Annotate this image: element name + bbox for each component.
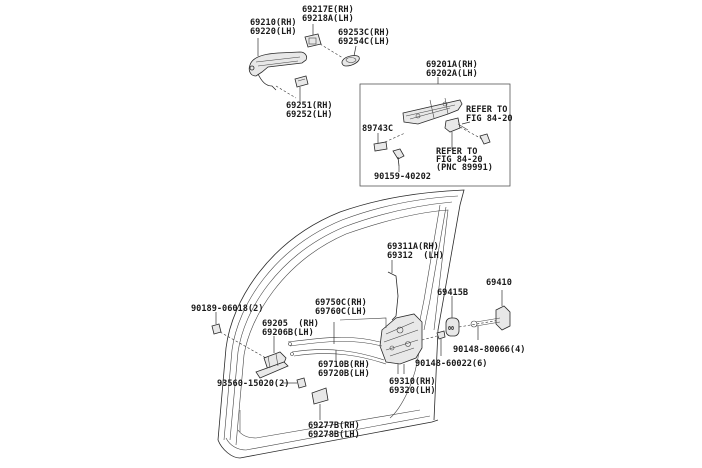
handle-pad-part [341, 55, 360, 67]
part-number: 69253C(RH) [338, 28, 390, 38]
inside-handle-part [255, 351, 289, 379]
part-number: 69415B [437, 288, 468, 298]
part-number: 69201A(RH) [426, 60, 478, 70]
label-striker: 69410 [486, 278, 512, 288]
svg-text:00: 00 [448, 326, 454, 332]
label-handle-pad: 69253C(RH) 69254C(LH) [338, 28, 390, 47]
part-number: 89743C [362, 124, 393, 134]
part-number: 69218A(LH) [302, 14, 354, 24]
part-number: 69760C(LH) [315, 307, 367, 317]
label-screw-90159: 90159-40202 [374, 172, 431, 182]
part-number: 69251(RH) [286, 101, 333, 111]
label-refer-2: REFER TO FIG 84-20 (PNC 89991) [436, 147, 493, 173]
frame-assy-part [402, 97, 491, 145]
part-number: 69320(LH) [389, 386, 436, 396]
label-handle-cap: 69217E(RH) 69218A(LH) [302, 5, 354, 24]
label-clip-89743: 89743C [362, 124, 393, 134]
part-number: 69720B(LH) [318, 369, 370, 379]
part-number: 69311A(RH) [387, 242, 439, 252]
part-number: 69278B(LH) [308, 430, 360, 440]
rod-69311-part [387, 271, 399, 321]
clip-90189-part [211, 323, 267, 359]
door-frame-outline [217, 189, 465, 459]
handle-cap-part [304, 33, 322, 48]
cable-parts [287, 317, 387, 365]
label-rod-69311: 69311A(RH) 69312 (LH) [387, 242, 444, 261]
part-number: 90189-06018(2) [191, 304, 263, 314]
screw-90148-60022-part [421, 330, 446, 341]
part-number: 69277B(RH) [308, 421, 360, 431]
label-handle-bracket-cover: 69251(RH) 69252(LH) [286, 101, 333, 120]
label-screw-93560: 93560-15020(2) [217, 379, 289, 389]
label-cable-69750: 69750C(RH) 69760C(LH) [315, 298, 367, 317]
dash-line [458, 319, 501, 328]
reference-note: FIG 84-20 [436, 155, 483, 165]
part-number: 90159-40202 [374, 172, 431, 182]
striker-part [470, 305, 511, 331]
label-handle-outer: 69210(RH) 69220(LH) [250, 18, 297, 37]
part-number: 69205 (RH) [262, 319, 319, 329]
part-number: 69220(LH) [250, 27, 297, 37]
label-screw-90148-60022: 90148-60022(6) [415, 359, 487, 369]
part-number: 69750C(RH) [315, 298, 367, 308]
handle-bracket-cover-part [294, 75, 309, 88]
part-number: 69410 [486, 278, 512, 288]
protector-part [311, 387, 329, 405]
screw-93560-part [282, 377, 307, 389]
label-cable-69710: 69710B(RH) 69720B(LH) [318, 360, 370, 379]
part-number: 93560-15020(2) [217, 379, 289, 389]
part-number: 69710B(RH) [318, 360, 370, 370]
leader-line [353, 45, 357, 57]
reference-note: (PNC 89991) [436, 163, 493, 173]
lock-assy-part [379, 313, 423, 365]
label-refer-1: REFER TO FIG 84-20 [466, 105, 513, 124]
label-screw-90148-80066: 90148-80066(4) [453, 345, 525, 355]
label-frame-assy: 69201A(RH) 69202A(LH) [426, 60, 478, 79]
part-number: 69210(RH) [250, 18, 297, 28]
reference-note: REFER TO [466, 105, 507, 115]
part-number: 69217E(RH) [302, 5, 354, 15]
part-number: 69252(LH) [286, 110, 333, 120]
clip-89743-part [373, 132, 406, 152]
leader-line [461, 121, 471, 125]
part-number: 69312 (LH) [387, 251, 444, 261]
part-number: 90148-80066(4) [453, 345, 525, 355]
part-number: 69254C(LH) [338, 37, 390, 47]
label-lock-assy: 69310(RH) 69320(LH) [389, 377, 436, 396]
part-number: 69202A(LH) [426, 69, 478, 79]
reference-note: FIG 84-20 [466, 114, 513, 124]
striker-cover-part: 00 [445, 317, 460, 337]
part-number: 69206B(LH) [262, 328, 314, 338]
outside-handle-part [248, 51, 308, 91]
screw-90159-part [392, 148, 405, 167]
part-number: 90148-60022(6) [415, 359, 487, 369]
label-inside-handle: 69205 (RH) 69206B(LH) [262, 319, 319, 338]
label-clip-90189: 90189-06018(2) [191, 304, 263, 314]
part-number: 69310(RH) [389, 377, 436, 387]
label-protector: 69277B(RH) 69278B(LH) [308, 421, 360, 440]
reference-note: REFER TO [436, 147, 477, 157]
label-striker-cover: 69415B [437, 288, 468, 298]
dash-line [275, 85, 297, 99]
frame-assy-box [359, 83, 511, 187]
